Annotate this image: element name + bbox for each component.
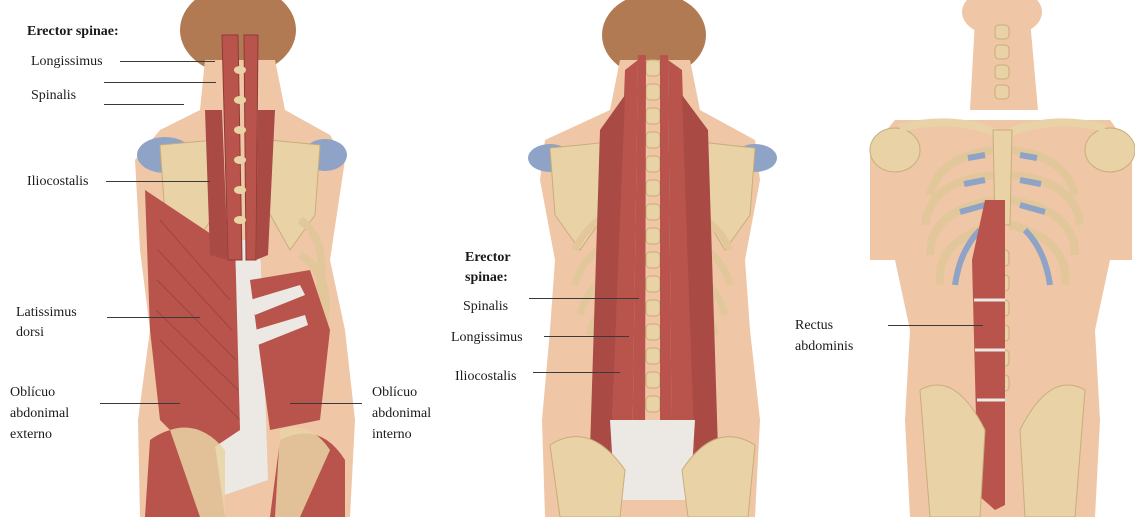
external-oblique-label-line2: abdonimal [10,404,69,424]
latissimus-leader [107,317,200,318]
spinalis-label: Spinalis [31,86,76,106]
spinalis-leader [529,298,639,299]
longissimus-leader [120,61,215,62]
iliocostalis-leader [106,181,210,182]
internal-oblique-label-line2: abdonimal [372,404,431,424]
rectus-abdominis-label-line2: abdominis [795,337,853,357]
iliocostalis-label: Iliocostalis [27,172,88,192]
erector-spinae-title-line1: Erector [465,248,511,268]
erector-spinae-title: Erector spinae: [27,22,119,42]
spinalis-label: Spinalis [463,297,508,317]
longissimus-label: Longissimus [31,52,103,72]
rectus-abdominis-label-line1: Rectus [795,316,833,336]
rectus-abdominis-leader [888,325,983,326]
longissimus-leader-2 [104,82,216,83]
erector-spinae-panel: Erector spinae: Spinalis Longissimus Ili… [450,0,780,517]
latissimus-label-line1: Latissimus [16,303,77,323]
external-oblique-label-line3: externo [10,425,52,445]
longissimus-label: Longissimus [451,328,523,348]
longissimus-leader [544,336,629,337]
internal-oblique-label-line3: interno [372,425,412,445]
front-muscles-illustration [780,0,1135,517]
spinalis-leader [104,104,184,105]
erector-spinae-title-line2: spinae: [465,268,508,288]
iliocostalis-leader [533,372,620,373]
back-muscles-panel: Erector spinae: Longissimus Spinalis Ili… [0,0,450,517]
external-oblique-label-line1: Oblícuo [10,383,55,403]
latissimus-label-line2: dorsi [16,323,44,343]
internal-oblique-label-line1: Oblícuo [372,383,417,403]
internal-oblique-leader [290,403,362,404]
front-muscles-panel: Rectus abdominis [780,0,1135,517]
iliocostalis-label: Iliocostalis [455,367,516,387]
external-oblique-leader [100,403,180,404]
